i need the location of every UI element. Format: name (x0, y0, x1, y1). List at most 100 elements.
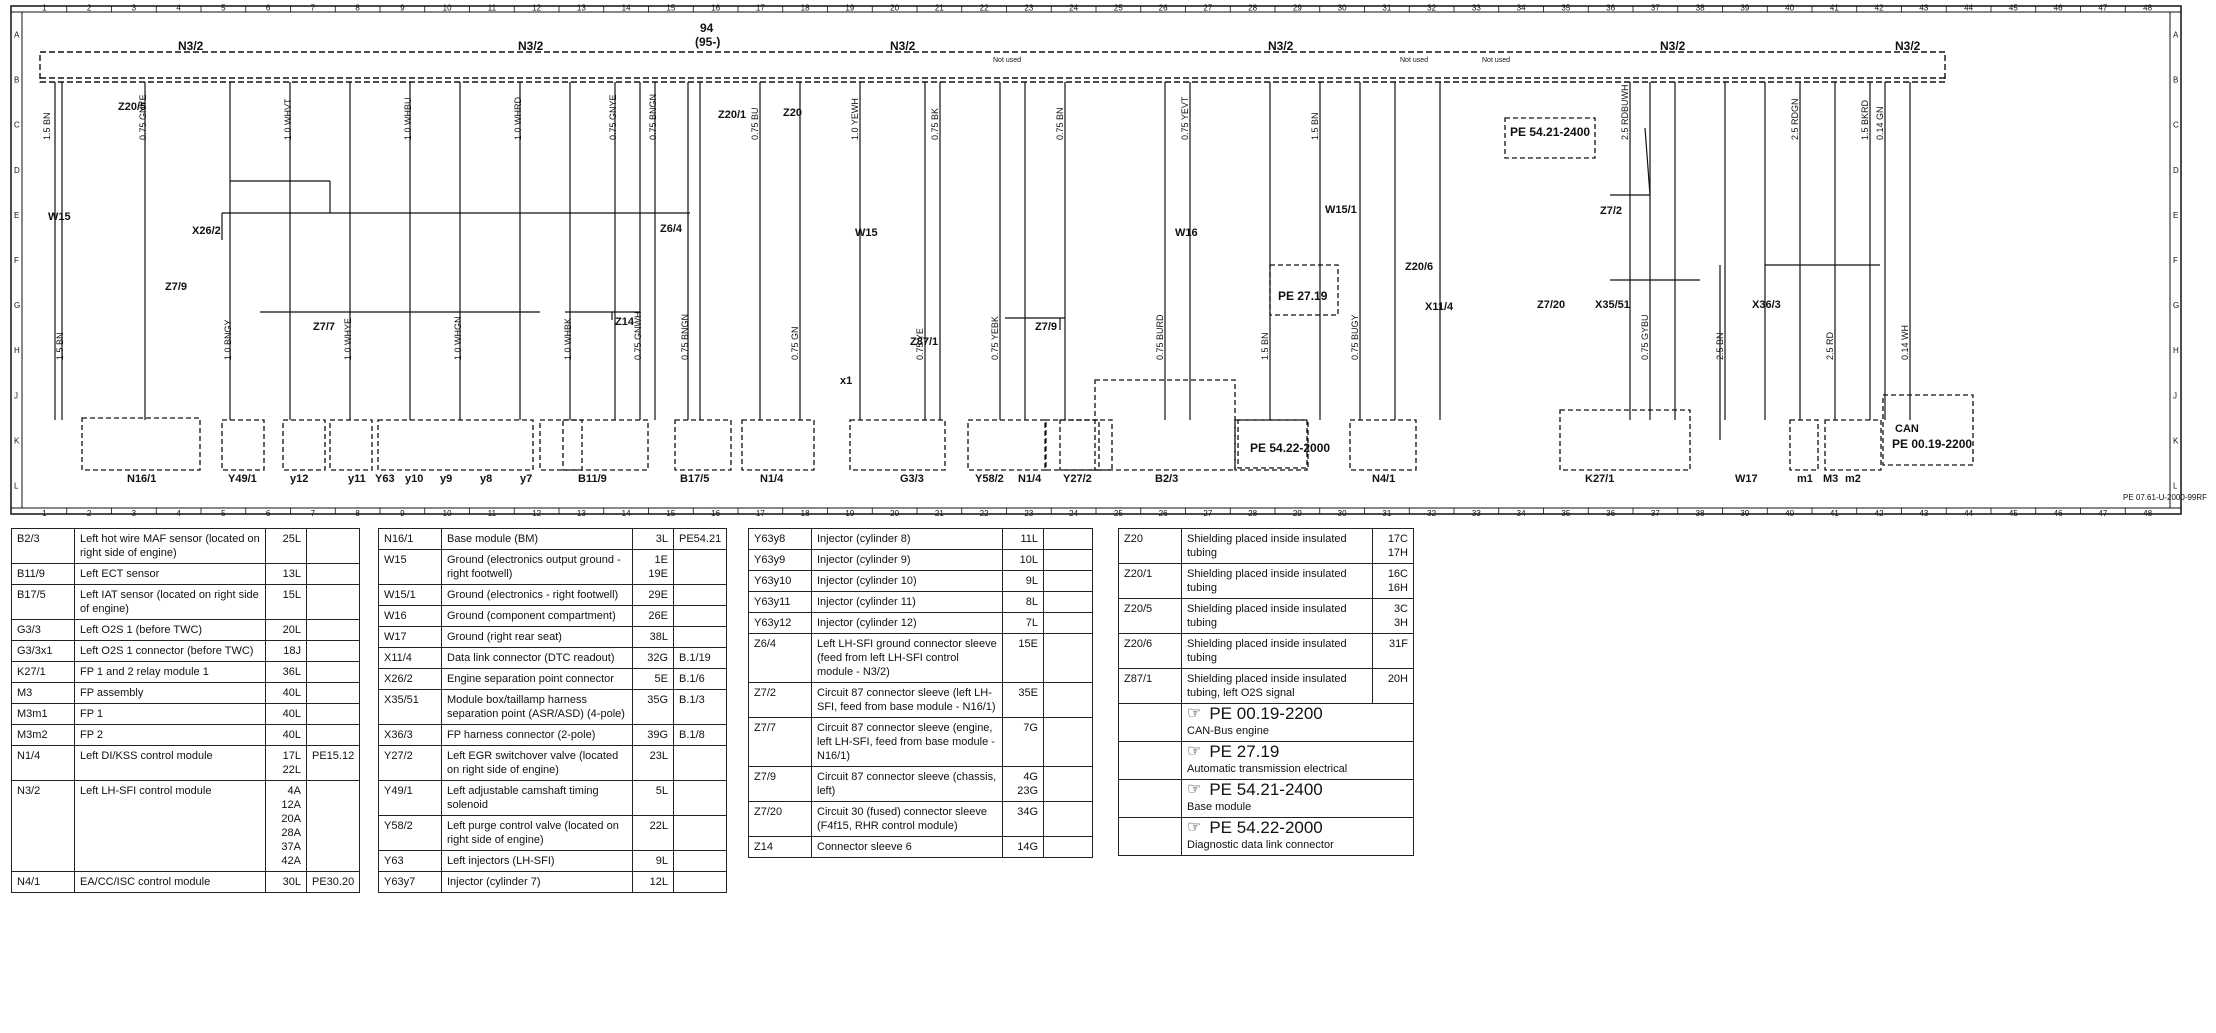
legend-desc: Engine separation point connector (441, 668, 633, 690)
wire-label: 2.5 RD (1825, 331, 1835, 360)
grid-col-bottom-17: 17 (756, 509, 765, 518)
legend-desc: Left injectors (LH-SFI) (441, 850, 633, 872)
legend-code: Z7/9 (748, 766, 812, 802)
legend-loc: 3L (632, 528, 674, 550)
grid-row-right-J: J (2173, 391, 2177, 400)
grid-col-bottom-25: 25 (1114, 509, 1123, 518)
component-label: X11/4 (1425, 301, 1454, 313)
grid-row-left-H: H (14, 346, 20, 355)
legend-desc: Shielding placed inside insulated tubing (1181, 528, 1373, 564)
grid-col-top-15: 15 (666, 4, 675, 13)
pointing-hand-icon: ☞ (1187, 781, 1202, 798)
legend-desc: Left adjustable camshaft timing solenoid (441, 780, 633, 816)
grid-col-bottom-46: 46 (2054, 509, 2063, 518)
component-label: Z87/1 (910, 336, 938, 348)
wire-label: 0.75 BU (750, 107, 760, 140)
legend-ref (305, 661, 361, 683)
legend-loc: 3C 3H (1372, 598, 1414, 634)
legend-desc: Left O2S 1 (before TWC) (74, 619, 266, 641)
wire-label: 0.75 BUGY (1350, 314, 1360, 360)
grid-col-top-2: 2 (87, 4, 92, 13)
legend-code: X26/2 (378, 668, 442, 690)
grid-col-bottom-2: 2 (87, 509, 92, 518)
grid-col-bottom-4: 4 (176, 509, 181, 518)
legend-ref (672, 780, 728, 816)
legend-ref (672, 850, 728, 872)
grid-col-bottom-26: 26 (1159, 509, 1168, 518)
ref-inline-27-19: PE 27.19 (1278, 289, 1328, 303)
wire-label: 1.0 YEWH (850, 98, 860, 140)
wire-label: 0.75 GN (790, 326, 800, 360)
component-label: N1/4 (760, 473, 784, 485)
grid-col-top-44: 44 (1964, 4, 1973, 13)
grid-col-top-31: 31 (1382, 4, 1391, 13)
grid-col-bottom-23: 23 (1024, 509, 1033, 518)
legend-desc: FP harness connector (2-pole) (441, 724, 633, 746)
legend-ref: PE15.12 (305, 745, 361, 781)
wire-label: 0.75 BNGN (648, 94, 658, 140)
legend-code: Y63y12 (748, 612, 812, 634)
n3-2-label-3: N3/2 (890, 39, 916, 53)
legend-desc: Left hot wire MAF sensor (located on rig… (74, 528, 266, 564)
grid-col-top-14: 14 (622, 4, 631, 13)
grid-row-right-H: H (2173, 346, 2179, 355)
pointing-hand-icon: ☞ (1187, 819, 1202, 836)
grid-col-top-23: 23 (1024, 4, 1033, 13)
legend-code: N3/2 (11, 780, 75, 872)
grid-row-left-D: D (14, 166, 20, 175)
component-label: B17/5 (680, 473, 709, 485)
grid-col-bottom-8: 8 (355, 509, 360, 518)
wire-label: 0.75 YEBK (990, 316, 1000, 360)
legend-loc: 22L (632, 815, 674, 851)
wire-label: 0.75 BURD (1155, 314, 1165, 360)
wire-label: 0.75 GNYE (608, 94, 618, 140)
component-label: Y63 (375, 473, 395, 485)
reference-spacer (1118, 703, 1182, 742)
grid-col-bottom-31: 31 (1382, 509, 1391, 518)
legend-loc: 7G (1002, 717, 1044, 767)
not-used-2: Not used (1400, 57, 1428, 64)
legend-ref (672, 549, 728, 585)
legend-code: X35/51 (378, 689, 442, 725)
legend-loc: 5L (632, 780, 674, 816)
legend-ref (1043, 633, 1093, 683)
legend-loc: 9L (1002, 570, 1044, 592)
grid-col-bottom-34: 34 (1517, 509, 1526, 518)
grid-col-bottom-30: 30 (1338, 509, 1347, 518)
grid-row-left-E: E (14, 211, 19, 220)
grid-col-top-8: 8 (355, 4, 360, 13)
reference-caption: Base module (1187, 801, 1252, 813)
legend-loc: 17L 22L (265, 745, 307, 781)
control-module-n3-2 (39, 51, 1946, 83)
component-label: x1 (840, 375, 852, 387)
grid-col-bottom-3: 3 (132, 509, 137, 518)
legend-loc: 34G (1002, 801, 1044, 837)
component-label: CAN (1895, 423, 1919, 435)
legend-loc: 12L (632, 871, 674, 893)
legend-ref (1043, 717, 1093, 767)
grid-col-bottom-35: 35 (1561, 509, 1570, 518)
reference-line: ☞PE 54.22-2000 (1187, 819, 1408, 836)
note-95: (95-) (695, 35, 720, 49)
component-label: m2 (1845, 473, 1861, 485)
legend-desc: Left EGR switchover valve (located on ri… (441, 745, 633, 781)
grid-row-right-E: E (2173, 211, 2178, 220)
grid-col-bottom-16: 16 (711, 509, 720, 518)
legend-ref (305, 724, 361, 746)
legend-ref: PE54.21 (672, 528, 728, 550)
legend-code: Z20 (1118, 528, 1182, 564)
